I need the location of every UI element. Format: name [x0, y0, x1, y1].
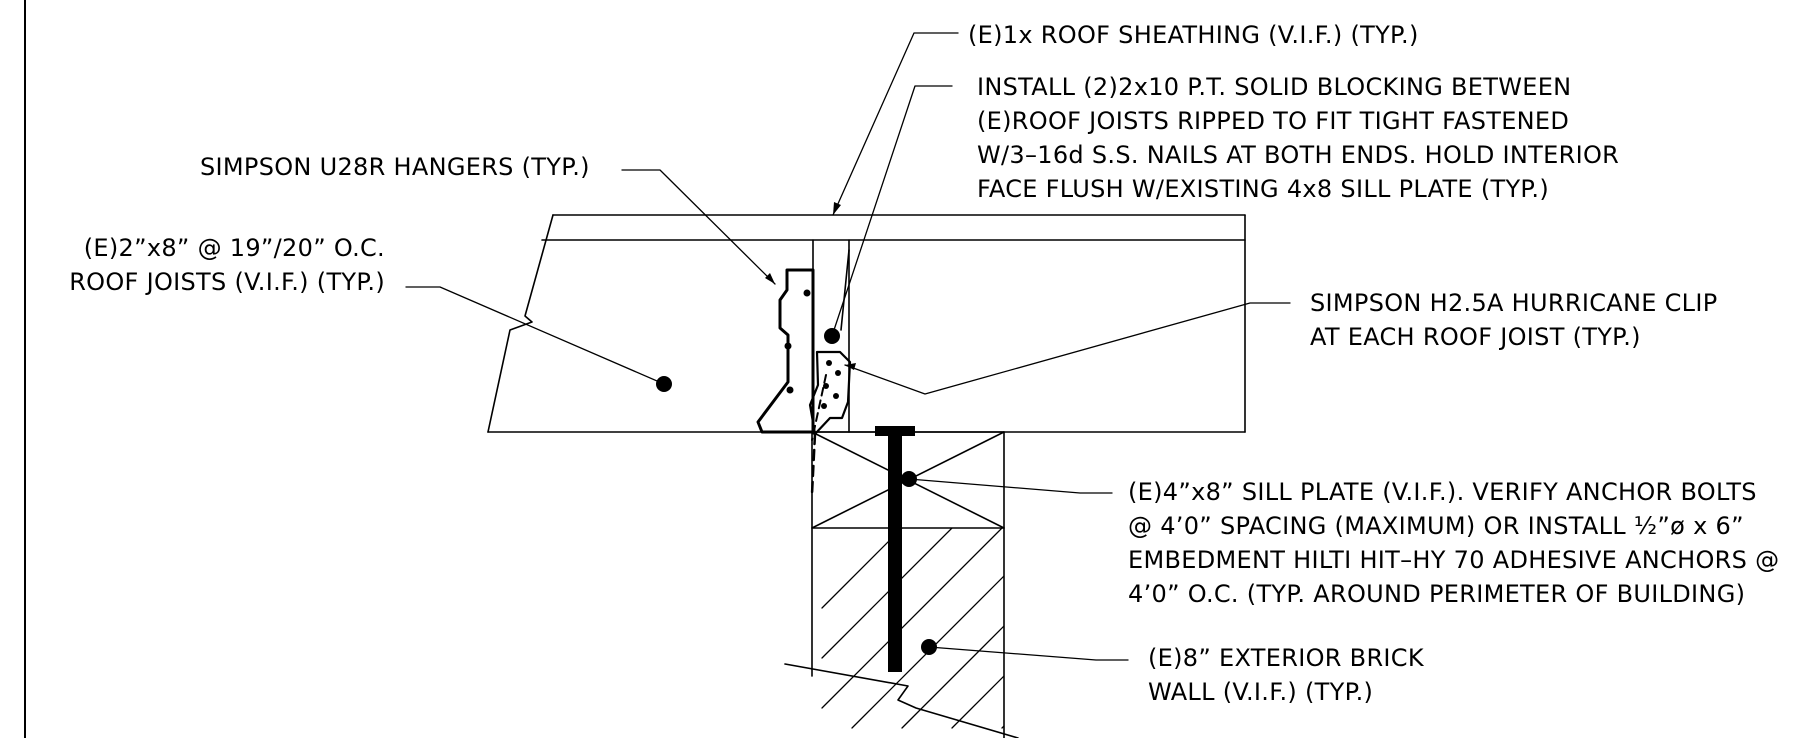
note-line: SIMPSON U28R HANGERS (TYP.) — [200, 153, 590, 181]
note-line: (E)ROOF JOISTS RIPPED TO FIT TIGHT FASTE… — [977, 107, 1570, 135]
note-brick-wall: (E)8” EXTERIOR BRICK WALL (V.I.F.) (TYP.… — [1148, 641, 1424, 709]
note-line: 4’0” O.C. (TYP. AROUND PERIMETER OF BUIL… — [1128, 580, 1746, 608]
note-line: ROOF JOISTS (V.I.F.) (TYP.) — [69, 268, 385, 296]
note-line: EMBEDMENT HILTI HIT–HY 70 ADHESIVE ANCHO… — [1128, 546, 1780, 574]
fastener-holes — [784, 289, 841, 409]
clip-strap-dashed — [812, 434, 815, 494]
dot-brick-wall — [921, 639, 937, 655]
leader-sill-plate — [909, 479, 1112, 493]
leader-sheathing — [833, 33, 958, 215]
note-roof-sheathing: (E)1x ROOF SHEATHING (V.I.F.) (TYP.) — [968, 18, 1419, 52]
anchor-bolt — [875, 426, 915, 672]
note-solid-blocking: INSTALL (2)2x10 P.T. SOLID BLOCKING BETW… — [977, 70, 1619, 206]
dot-joists — [656, 376, 672, 392]
dot-blocking — [824, 328, 840, 344]
note-hurricane-clip: SIMPSON H2.5A HURRICANE CLIP AT EACH ROO… — [1310, 286, 1718, 354]
note-line: SIMPSON H2.5A HURRICANE CLIP — [1310, 289, 1718, 317]
arrow-hangers — [765, 273, 775, 284]
note-line: @ 4’0” SPACING (MAXIMUM) OR INSTALL ½”ø … — [1128, 512, 1744, 540]
hurricane-clip — [810, 352, 850, 434]
note-line: (E)2”x8” @ 19”/20” O.C. — [83, 234, 385, 262]
note-roof-joists: (E)2”x8” @ 19”/20” O.C. ROOF JOISTS (V.I… — [30, 231, 385, 299]
note-line: (E)4”x8” SILL PLATE (V.I.F.). VERIFY ANC… — [1128, 478, 1757, 506]
note-hangers: SIMPSON U28R HANGERS (TYP.) — [200, 150, 590, 184]
note-line: (E)8” EXTERIOR BRICK — [1148, 644, 1424, 672]
note-line: AT EACH ROOF JOIST (TYP.) — [1310, 323, 1641, 351]
joist-hanger — [758, 270, 813, 432]
leader-hurricane-clip — [845, 303, 1290, 394]
note-line: (E)1x ROOF SHEATHING (V.I.F.) (TYP.) — [968, 21, 1419, 49]
leader-joists — [406, 287, 664, 384]
clip-strap-dashed-2 — [812, 375, 826, 440]
note-line: FACE FLUSH W/EXISTING 4x8 SILL PLATE (TY… — [977, 175, 1550, 203]
roof-sheathing — [542, 215, 1245, 240]
brick-wall — [785, 528, 1202, 738]
note-line: WALL (V.I.F.) (TYP.) — [1148, 678, 1374, 706]
note-sill-plate: (E)4”x8” SILL PLATE (V.I.F.). VERIFY ANC… — [1128, 475, 1779, 611]
roof-joist — [488, 215, 1245, 432]
leader-dots — [656, 328, 937, 655]
arrow-sheathing — [833, 202, 841, 215]
leader-hangers — [622, 170, 775, 284]
leader-brick-wall — [929, 647, 1128, 660]
leader-arrowheads — [765, 202, 856, 370]
arrow-hurricane-clip — [845, 363, 856, 370]
dot-sill-plate — [901, 471, 917, 487]
note-line: INSTALL (2)2x10 P.T. SOLID BLOCKING BETW… — [977, 73, 1572, 101]
leader-lines — [406, 33, 1290, 660]
leader-blocking — [832, 86, 952, 336]
note-line: W/3–16d S.S. NAILS AT BOTH ENDS. HOLD IN… — [977, 141, 1620, 169]
